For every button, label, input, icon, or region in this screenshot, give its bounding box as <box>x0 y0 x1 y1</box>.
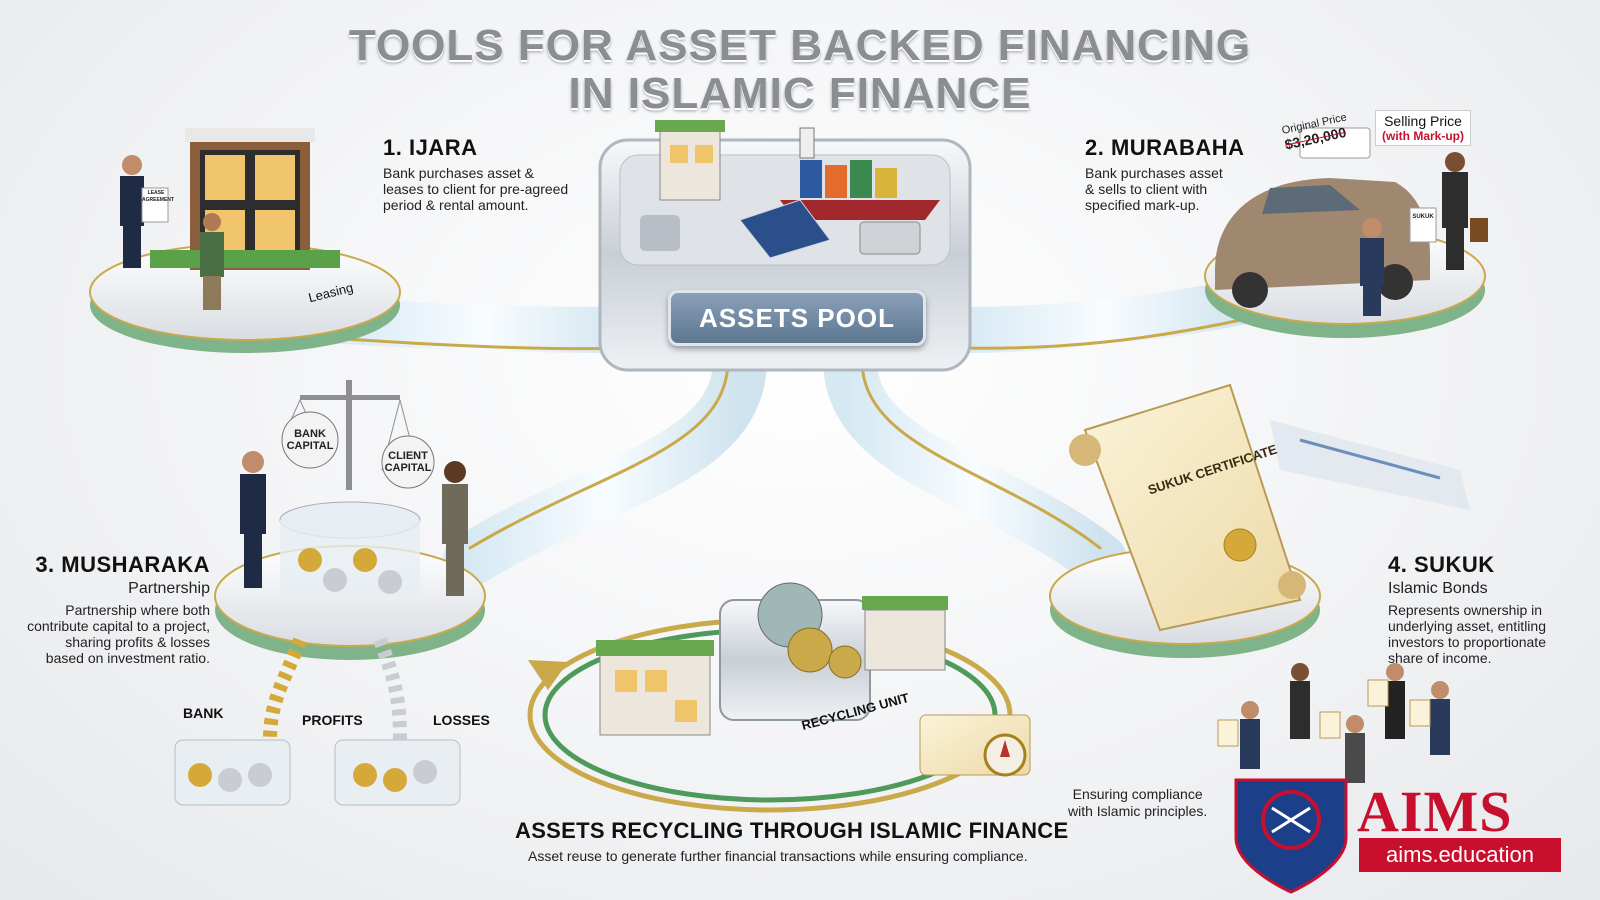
investors-group <box>1217 663 1450 783</box>
musharaka-platform <box>174 380 486 806</box>
ijara-desc-line-2: leases to client for pre-agreed <box>383 181 569 197</box>
assets-pool-label: ASSETS POOL <box>668 290 926 346</box>
musharaka-subtitle: Partnership <box>128 580 210 597</box>
musharaka-desc: Partnership where both contribute capita… <box>10 602 210 666</box>
aims-emblem <box>1234 778 1348 894</box>
murabaha-desc-line-1: Bank purchases asset <box>1085 165 1223 181</box>
musharaka-desc-line-3: sharing profits & losses <box>65 634 210 650</box>
lease-doc-line-2: AGREEMENT <box>142 197 174 203</box>
title-line-1: TOOLS FOR ASSET BACKED FINANCING <box>348 21 1252 70</box>
compliance-line-1: Ensuring compliance <box>1072 786 1203 802</box>
aims-logo[interactable]: AIMS aims.education <box>1247 778 1587 890</box>
client-capital-line-2: CAPITAL <box>384 462 432 474</box>
sukuk-desc: Represents ownership in underlying asset… <box>1388 602 1588 666</box>
murabaha-desc-line-3: specified mark-up. <box>1085 197 1200 213</box>
murabaha-doc: SUKUK <box>1412 214 1434 220</box>
murabaha-desc: Bank purchases asset & sells to client w… <box>1085 165 1285 213</box>
sukuk-platform <box>1049 383 1470 658</box>
musharaka-desc-line-4: based on investment ratio. <box>45 650 210 666</box>
selling-price-label: Selling Price <box>1384 113 1462 129</box>
selling-price-tag: Selling Price (with Mark-up) <box>1375 110 1471 146</box>
recycling-title: ASSETS RECYCLING THROUGH ISLAMIC FINANCE <box>515 818 1069 843</box>
sukuk-heading: 4. SUKUK <box>1388 552 1495 577</box>
sukuk-block: 4. SUKUK Islamic Bonds Represents owners… <box>1388 552 1588 666</box>
aims-logo-url[interactable]: aims.education <box>1359 838 1561 872</box>
musharaka-desc-line-1: Partnership where both <box>65 602 210 618</box>
sukuk-desc-line-4: share of income. <box>1388 650 1492 666</box>
lease-doc-line-1: LEASE <box>147 190 165 196</box>
ijara-heading: 1. IJARA <box>383 135 478 160</box>
bank-capital-line-2: CAPITAL <box>286 440 334 452</box>
murabaha-heading: 2. MURABAHA <box>1085 135 1245 160</box>
recycling-subtitle: Asset reuse to generate further financia… <box>528 848 1028 864</box>
aims-logo-name: AIMS <box>1357 779 1513 844</box>
ijara-desc: Bank purchases asset & leases to client … <box>383 165 613 213</box>
musharaka-block: 3. MUSHARAKA Partnership Partnership whe… <box>10 552 210 666</box>
murabaha-platform <box>1204 127 1488 338</box>
compliance-note: Ensuring compliance with Islamic princip… <box>1068 786 1207 820</box>
lease-agreement-doc: LEASE AGREEMENT <box>142 190 174 204</box>
musharaka-desc-line-2: contribute capital to a project, <box>27 618 210 634</box>
sukuk-subtitle: Islamic Bonds <box>1388 580 1488 597</box>
ijara-desc-line-3: period & rental amount. <box>383 197 529 213</box>
compliance-line-2: with Islamic principles. <box>1068 803 1208 819</box>
title-line-2: IN ISLAMIC FINANCE <box>568 69 1032 118</box>
sukuk-desc-line-2: underlying asset, entitling <box>1388 618 1546 634</box>
flow-losses-label: LOSSES <box>433 712 490 728</box>
client-capital-label: CLIENT CAPITAL <box>383 450 433 474</box>
flow-bank-label: BANK <box>183 705 224 721</box>
sukuk-desc-line-1: Represents ownership in <box>1388 602 1543 618</box>
bank-capital-line-1: BANK <box>294 428 326 440</box>
recycling-loop <box>527 582 1031 813</box>
bank-capital-label: BANK CAPITAL <box>286 428 334 452</box>
ijara-block: 1. IJARA Bank purchases asset & leases t… <box>383 135 613 213</box>
selling-price-note: (with Mark-up) <box>1382 129 1464 143</box>
murabaha-block: 2. MURABAHA Bank purchases asset & sells… <box>1085 135 1285 213</box>
sukuk-desc-line-3: investors to proportionate <box>1388 634 1546 650</box>
musharaka-heading: 3. MUSHARAKA <box>35 552 210 577</box>
ijara-desc-line-1: Bank purchases asset & <box>383 165 534 181</box>
client-capital-line-1: CLIENT <box>388 450 428 462</box>
murabaha-desc-line-2: & sells to client with <box>1085 181 1208 197</box>
ijara-platform <box>89 128 401 353</box>
flow-profits-label: PROFITS <box>302 712 363 728</box>
